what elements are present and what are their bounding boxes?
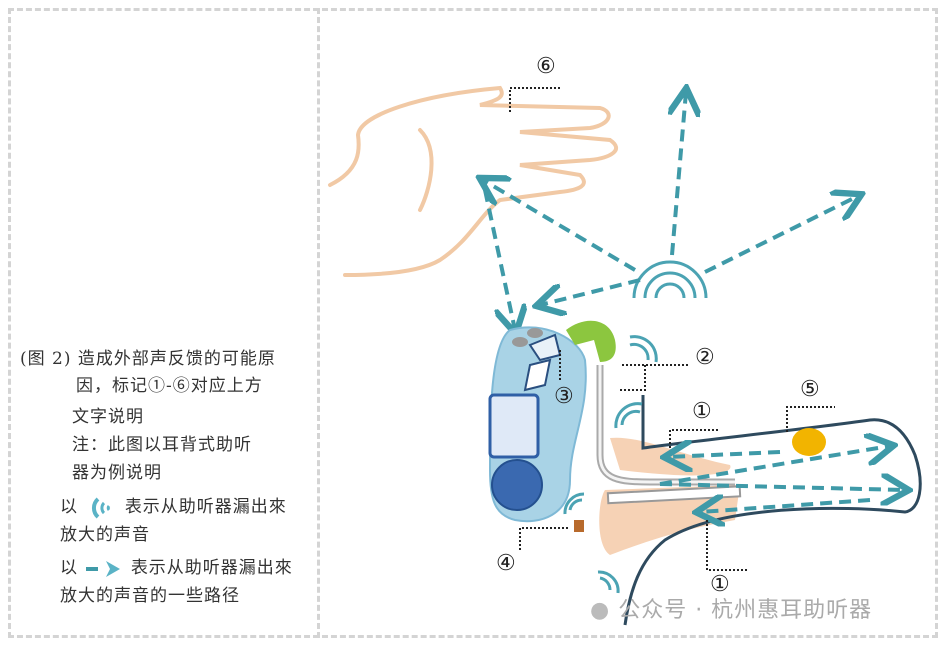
- sound-source-icon: [632, 260, 708, 299]
- marker-4: ④: [496, 551, 516, 576]
- panel-divider: [317, 8, 320, 638]
- note-line1: 注：此图以耳背式助听: [72, 435, 252, 455]
- dashed-arrow-icon: [86, 560, 121, 577]
- battery-circle: [491, 459, 543, 511]
- caption-line3: 文字说明: [72, 407, 144, 427]
- watermark: ● 公众号 · 杭州惠耳助听器: [590, 592, 872, 624]
- marker-6: ⑥: [536, 54, 556, 79]
- leader-lines: [509, 87, 835, 571]
- caption-line1: (图 2) 造成外部声反馈的可能原: [20, 349, 276, 369]
- legend-wave-prefix: 以: [60, 497, 78, 517]
- hand-outline: [328, 85, 618, 277]
- legend-arrow-prefix: 以: [60, 558, 78, 578]
- ear-canal: [623, 395, 922, 626]
- legend-arrow-text2: 放大的声音的一些路径: [60, 586, 240, 606]
- marker-2: ②: [695, 345, 715, 370]
- ear-hook: [566, 320, 616, 362]
- caption-line2: 因，标记①-⑥对应上方: [76, 376, 263, 396]
- wechat-icon: ●: [590, 598, 611, 623]
- legend-wave-text1: 表示从助听器漏出來: [124, 497, 287, 517]
- marker-1-upper: ①: [692, 399, 712, 424]
- feedback-source: [574, 520, 584, 532]
- battery-grid: [488, 393, 540, 459]
- legend-arrow: 以 表示从助听器漏出來: [60, 553, 293, 579]
- canal-paths: [660, 446, 905, 512]
- outer-frame: [8, 8, 938, 638]
- note-line2: 器为例说明: [72, 463, 162, 483]
- marker-3: ③: [554, 384, 574, 409]
- sound-wave-icon: [92, 497, 111, 518]
- leak-waves: [563, 335, 658, 594]
- watermark-text: 公众号 · 杭州惠耳助听器: [618, 598, 873, 623]
- legend-arrow-text1: 表示从助听器漏出來: [130, 558, 293, 578]
- hearing-aid: [488, 320, 616, 523]
- marker-1-lower: ①: [710, 572, 730, 597]
- legend-wave-text2: 放大的声音: [60, 525, 150, 545]
- earwax: [792, 428, 826, 456]
- legend-wave: 以 表示从助听器漏出來: [60, 492, 287, 521]
- marker-5: ⑤: [800, 377, 820, 402]
- feedback-paths: [483, 92, 858, 330]
- vent: [606, 485, 742, 505]
